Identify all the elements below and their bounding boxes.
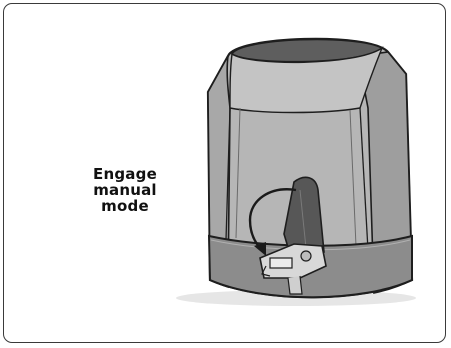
instruction-line-2: manual — [66, 182, 184, 198]
instruction-line-3: mode — [66, 198, 184, 214]
instruction-line-1: Engage — [66, 166, 184, 182]
engage-manual-mode-label: Engage manual mode — [66, 166, 184, 214]
instruction-panel: Engage manual mode — [3, 3, 446, 343]
